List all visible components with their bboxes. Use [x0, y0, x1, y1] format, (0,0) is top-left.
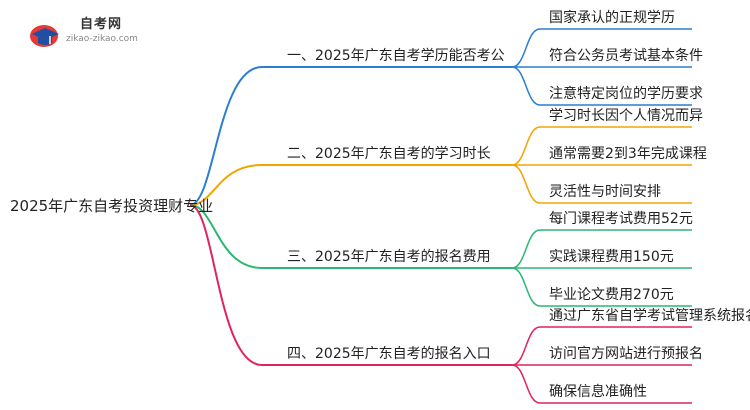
graduation-cap-icon: [30, 25, 59, 47]
branch-1-child-2-label: 符合公务员考试基本条件: [549, 47, 703, 64]
branch-2-child-1-label: 学习时长因个人情况而异: [549, 108, 703, 124]
branch-2-child-3-connector: [511, 164, 692, 204]
branch-1-child-3-connector: [511, 66, 692, 106]
branch-2-child-1-connector: [511, 126, 692, 166]
branch-3-child-3-label: 毕业论文费用270元: [549, 287, 674, 303]
branch-1-child-1-label: 国家承认的正规学历: [549, 9, 675, 26]
branch-3-connector: [189, 204, 512, 269]
branch-2-child-2-label: 通常需要2到3年完成课程: [549, 146, 707, 162]
branch-4-child-3-connector: [511, 364, 692, 404]
labels-layer: 2025年广东自考投资理财专业 一、2025年广东自考学历能否考公 国家承认的正规学…: [10, 9, 750, 400]
branch-4-connector: [189, 204, 512, 366]
branch-1-label: 一、2025年广东自考学历能否考公: [287, 48, 505, 64]
root-node: 2025年广东自考投资理财专业: [10, 197, 213, 215]
branch-2-label: 二、2025年广东自考的学习时长: [287, 146, 491, 162]
edges-layer: [189, 28, 692, 404]
branch-1-connector: [189, 66, 512, 206]
branch-4-child-3-label: 确保信息准确性: [549, 383, 647, 400]
branch-4-label: 四、2025年广东自考的报名入口: [287, 346, 491, 362]
branch-2-connector: [189, 164, 512, 206]
branch-4-child-2-label: 访问官方网站进行预报名: [549, 346, 703, 362]
logo-subtitle: zikao-zikao.com: [66, 34, 138, 44]
branch-4-child-1-label: 通过广东省自学考试管理系统报名: [549, 308, 750, 324]
branch-3-label: 三、2025年广东自考的报名费用: [287, 249, 491, 265]
branch-3-child-1-connector: [511, 229, 692, 269]
branch-2-child-3-label: 灵活性与时间安排: [549, 184, 661, 200]
branch-4-child-1-connector: [511, 326, 692, 366]
logo-title: 自考网: [80, 17, 123, 32]
branch-1-child-1-connector: [511, 28, 692, 68]
branch-1-child-3-label: 注意特定岗位的学历要求: [549, 85, 703, 102]
branch-3-child-3-connector: [511, 267, 692, 307]
site-logo[interactable]: 自考网 zikao-zikao.com: [28, 8, 158, 54]
branch-3-child-2-label: 实践课程费用150元: [549, 249, 674, 265]
branch-3-child-1-label: 每门课程考试费用52元: [549, 211, 693, 227]
